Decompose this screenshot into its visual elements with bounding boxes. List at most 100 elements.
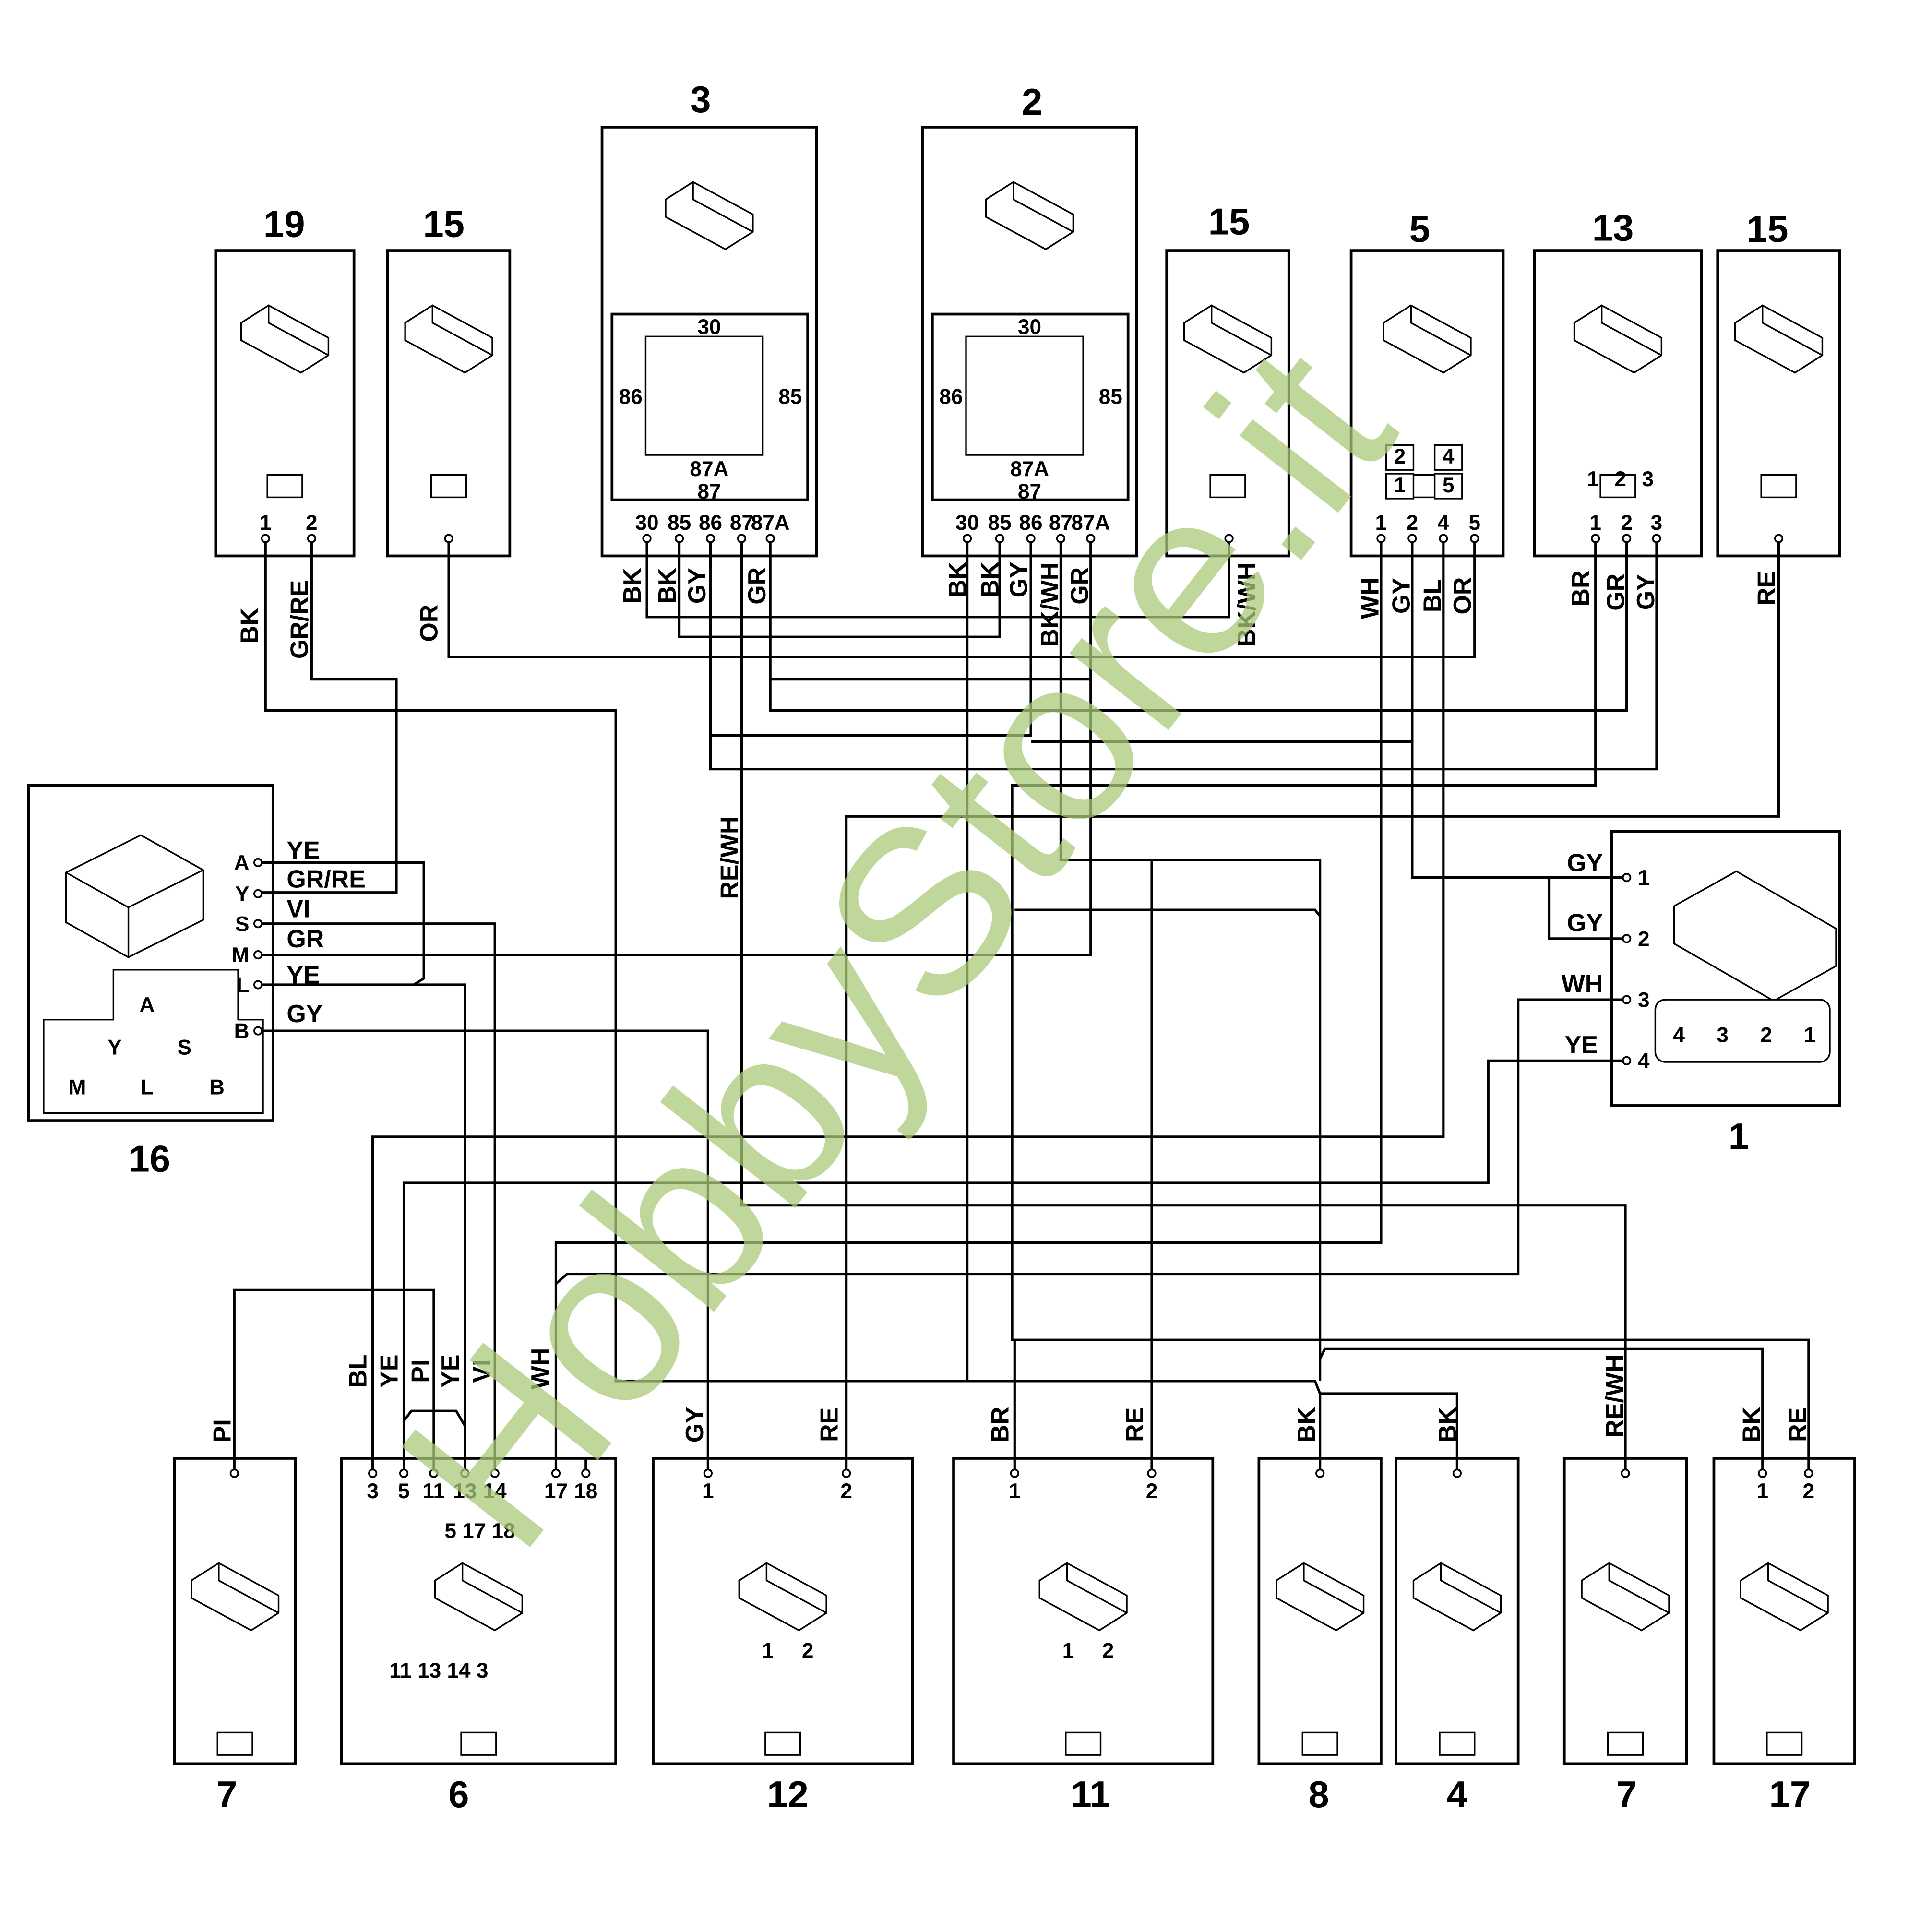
- component-number: 6: [448, 1773, 469, 1815]
- connector-icon: [1654, 870, 1837, 1063]
- pin-label: 30: [955, 511, 979, 535]
- component-frame: [214, 249, 356, 558]
- wire-color-label: BK: [236, 608, 264, 644]
- component-number: 13: [1592, 206, 1634, 249]
- pin-terminal: [674, 534, 684, 543]
- wire: [1320, 1392, 1458, 1470]
- pin-terminal: [1407, 534, 1417, 543]
- wire: [1059, 542, 1322, 1381]
- pin-label: 87: [730, 511, 753, 535]
- pin-label: 17: [544, 1479, 568, 1503]
- pin-terminal: [399, 1468, 409, 1478]
- pin-label: 3: [1638, 989, 1650, 1012]
- wire: [740, 542, 1627, 1470]
- pin-label: 86: [699, 511, 722, 535]
- connector-icon: [434, 1562, 524, 1756]
- relay-terminal-label: 87A: [1010, 457, 1049, 481]
- wire-color-label: RE: [815, 1407, 843, 1442]
- wire: [262, 922, 496, 1470]
- pin-terminal: [253, 1026, 263, 1036]
- cavity-label: 5 17 18: [444, 1519, 515, 1543]
- wire-color-label: GR: [743, 567, 771, 605]
- cavity-label: 1: [1062, 1639, 1074, 1663]
- wire: [1411, 741, 1623, 879]
- connector-icon: [1740, 1562, 1829, 1756]
- connector-icon: [1276, 1562, 1365, 1756]
- cavity-label: 3: [1717, 1023, 1729, 1047]
- pin-label: 85: [668, 511, 691, 535]
- connector-icon: [404, 304, 493, 499]
- pin-terminal: [1758, 1468, 1767, 1478]
- relay-base: [610, 312, 809, 501]
- connector-icon: [1183, 304, 1273, 499]
- component-15: 15: [386, 203, 512, 558]
- pin-terminal: [1470, 534, 1479, 543]
- wire-color-label: GR: [1602, 573, 1630, 611]
- component-frame: [952, 1457, 1215, 1765]
- wire: [555, 998, 1623, 1285]
- wire-color-label: GY: [286, 1000, 322, 1028]
- pin-label: 2: [1621, 511, 1633, 535]
- component-frame: [1349, 249, 1505, 558]
- cavity-label: 3: [1642, 467, 1654, 491]
- pin-terminal: [995, 534, 1004, 543]
- relay-terminal-label: 87: [1018, 480, 1041, 503]
- pin-terminal: [581, 1468, 591, 1478]
- component-number: 3: [690, 78, 711, 120]
- pin-terminal: [253, 980, 263, 990]
- pin-label: 1: [260, 511, 272, 535]
- cavity-label: 2: [1394, 445, 1406, 468]
- wire-color-label: GY: [681, 1407, 709, 1443]
- pin-label: 11: [423, 1479, 445, 1503]
- pin-label: 4: [1638, 1049, 1650, 1073]
- wire-color-label: GR: [286, 925, 324, 953]
- pin-label: 3: [1651, 511, 1663, 535]
- wire: [402, 1059, 1623, 1470]
- wire-color-label: BK: [977, 561, 1004, 598]
- pin-label: 5: [1468, 511, 1480, 535]
- connector-icon: [738, 1562, 827, 1756]
- wire: [554, 542, 1383, 1470]
- pin-label: 2: [840, 1479, 852, 1503]
- pin-label: 85: [988, 511, 1012, 535]
- pin-terminal: [261, 534, 270, 543]
- wire-color-label: WH: [1357, 577, 1384, 619]
- wire-color-label: VI: [468, 1360, 496, 1383]
- pin-label: 5: [398, 1479, 410, 1503]
- pin-terminal: [1622, 534, 1632, 543]
- wire: [262, 983, 466, 1470]
- pin-terminal: [1622, 1056, 1632, 1066]
- pin-label: 87A: [751, 511, 790, 535]
- wire: [262, 542, 398, 894]
- pin-terminal: [1315, 1468, 1325, 1478]
- pin-terminal: [842, 1468, 851, 1478]
- pin-label: L: [237, 974, 250, 997]
- component-frame: [1610, 830, 1841, 1107]
- wire-color-label: BL: [1419, 579, 1447, 612]
- wire: [845, 542, 1780, 1470]
- component-frame: [1712, 1457, 1856, 1765]
- pin-terminal: [765, 534, 775, 543]
- pin-label: 87: [1049, 511, 1073, 535]
- wire-color-label: WH: [1562, 970, 1603, 998]
- wire-color-label: YE: [1565, 1031, 1598, 1059]
- connector-icon: [1573, 304, 1663, 499]
- component-frame: [1257, 1457, 1383, 1765]
- pin-label: 1: [1638, 866, 1650, 890]
- wire: [1548, 877, 1623, 940]
- wire-color-label: GY: [1005, 561, 1033, 597]
- wire-color-label: RE: [1121, 1407, 1149, 1442]
- component-number: 15: [1208, 200, 1250, 242]
- cavity-label: S: [178, 1036, 191, 1059]
- component-number: 19: [263, 203, 305, 245]
- pin-terminal: [1621, 1468, 1630, 1478]
- cavity-label: 5: [1443, 474, 1455, 497]
- pin-label: 1: [1756, 1479, 1768, 1503]
- pin-label: 1: [1009, 1479, 1021, 1503]
- pin-terminal: [705, 534, 716, 543]
- wire: [769, 542, 1628, 712]
